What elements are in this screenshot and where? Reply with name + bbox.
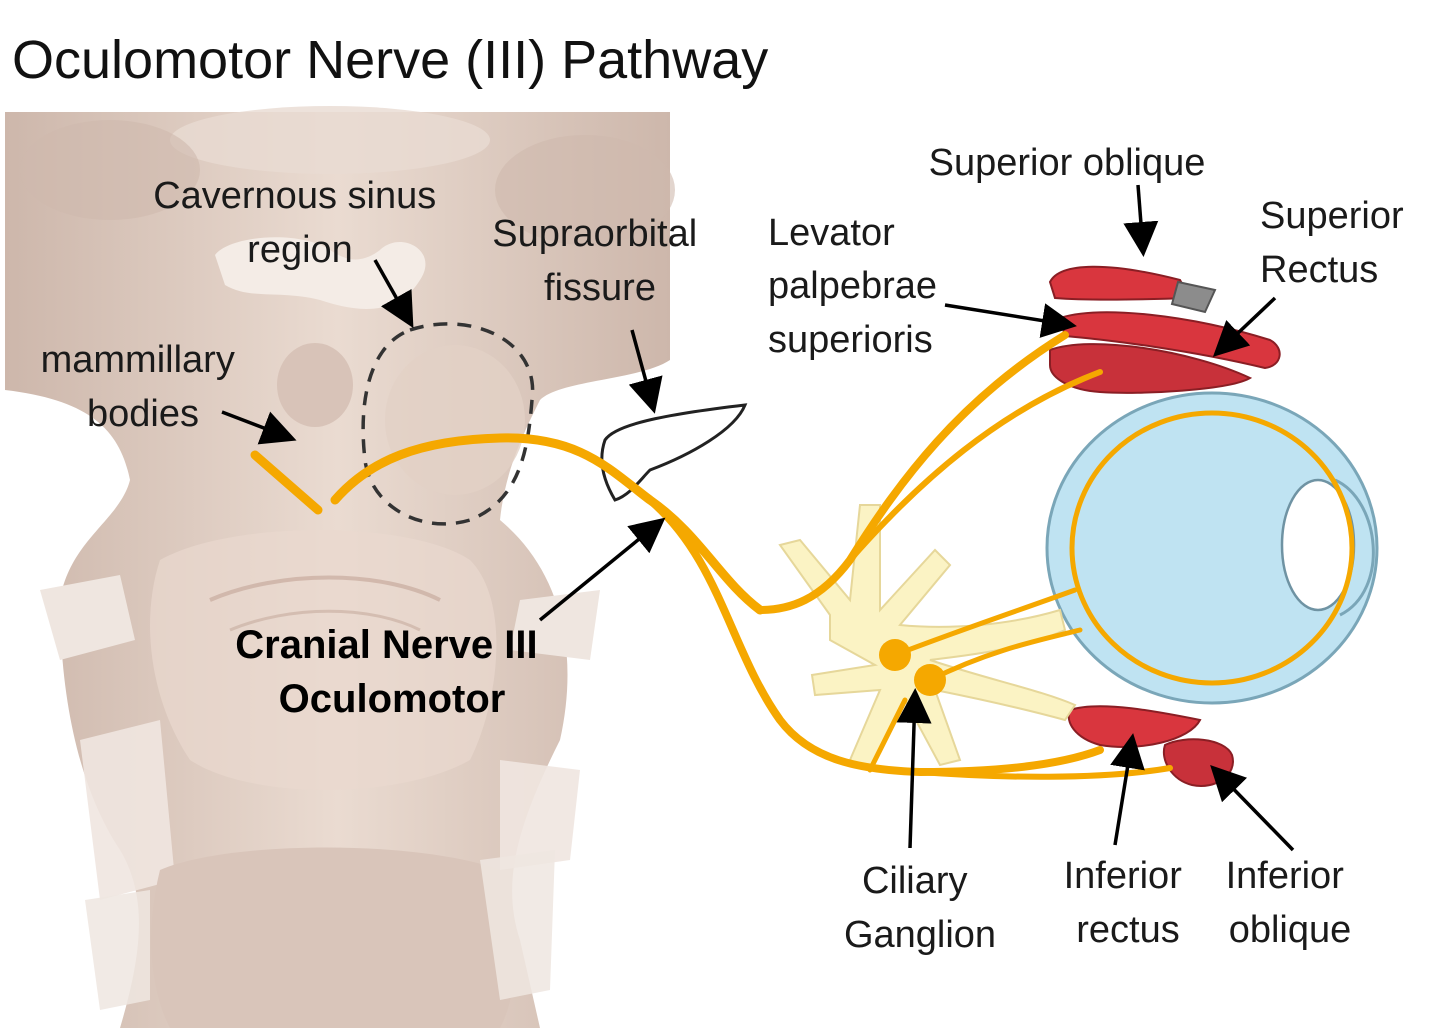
label-mammillary-bodies: mammillary bodies bbox=[41, 339, 246, 435]
eye-group bbox=[1045, 265, 1379, 787]
label-levator-palpebrae: Levator palpebrae superioris bbox=[768, 212, 948, 361]
label-ciliary-ganglion: Ciliary Ganglion bbox=[844, 860, 996, 956]
diagram-title: Oculomotor Nerve (III) Pathway bbox=[12, 30, 768, 90]
eyeball bbox=[1045, 391, 1379, 705]
trochlea bbox=[1170, 280, 1217, 314]
label-cavernous-sinus: Cavernous sinus region bbox=[153, 175, 447, 271]
label-cranial-nerve-iii: Cranial Nerve III Oculomotor bbox=[235, 623, 549, 721]
label-inferior-oblique: Inferior oblique bbox=[1226, 855, 1355, 951]
cavernous-sinus-outline bbox=[361, 322, 535, 526]
label-inferior-rectus: Inferior rectus bbox=[1064, 855, 1193, 951]
inferior-rectus-muscle bbox=[1067, 705, 1202, 748]
superior-oblique-muscle bbox=[1048, 265, 1192, 301]
annotation-arrows bbox=[221, 184, 1295, 852]
label-supraorbital-fissure: Supraorbital fissure bbox=[492, 213, 707, 309]
ciliary-ganglion-shape bbox=[778, 504, 1077, 772]
oculomotor-nerve-path bbox=[250, 331, 1355, 780]
labels: Cavernous sinus region Supraorbital fiss… bbox=[41, 142, 1414, 956]
cornea bbox=[1334, 478, 1375, 617]
label-superior-oblique: Superior oblique bbox=[929, 142, 1206, 184]
label-superior-rectus: Superior Rectus bbox=[1260, 195, 1414, 291]
supraorbital-fissure-outline bbox=[600, 403, 748, 502]
